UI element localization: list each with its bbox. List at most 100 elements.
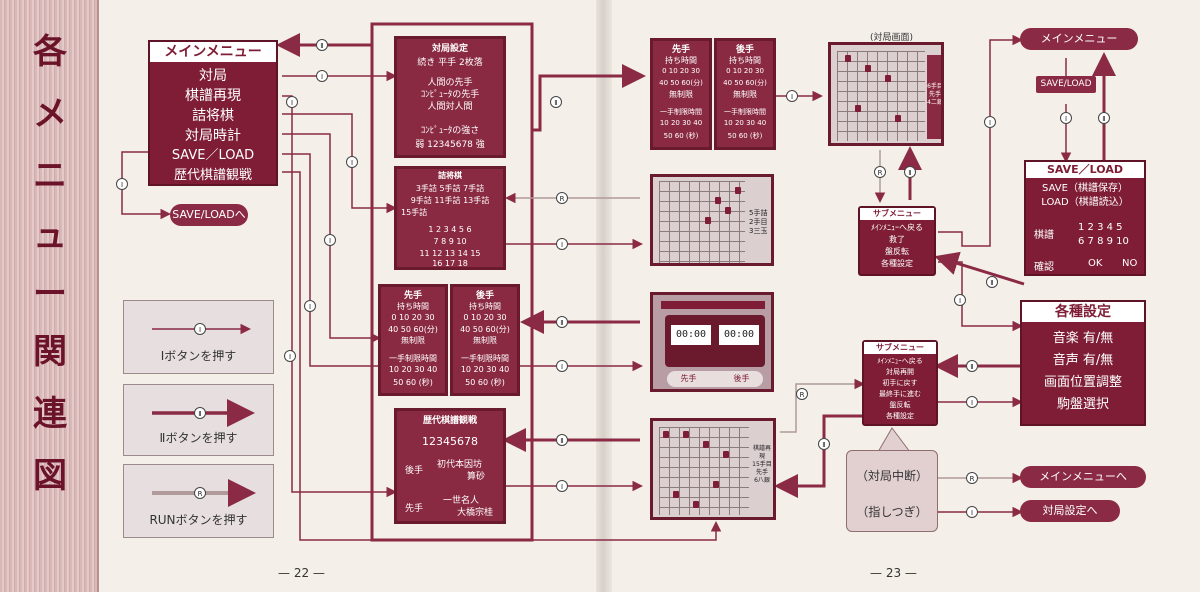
tsume-nums3: 11 12 13 14 15 (419, 249, 481, 258)
arrow-settings-to-time (532, 64, 646, 132)
game-side-line: 4二銀 (927, 99, 943, 106)
ii-badge: Ⅱ (966, 360, 978, 372)
tsume-title: 詰将棋 (438, 171, 462, 180)
time-screen-gote: 後手 持ち時間 0 10 20 30 40 50 60(分) 無制限 一手制限時… (450, 284, 520, 396)
shogi-piece (855, 105, 861, 112)
shogi-piece (713, 481, 719, 488)
confirm-label: 確認 (1034, 262, 1054, 273)
i-badge: Ⅰ (324, 234, 336, 246)
clock-left-display: 00:00 (671, 325, 711, 345)
shogi-piece (895, 115, 901, 122)
i-badge: Ⅰ (304, 300, 316, 312)
ii-badge: Ⅱ (818, 438, 830, 450)
title-char: 連 (33, 394, 67, 434)
menu-item-history: 歴代棋譜観戦 (173, 168, 252, 183)
game-settings-screen: 対局設定 続き 平手 2枚落 人間の先手 ｺﾝﾋﾟｭｰﾀの先手 人間対人間 ｺﾝ… (394, 36, 506, 158)
main-menu-screen: メインメニュー 対局 棋譜再現 詰将棋 対局時計 SAVE／LOAD 歴代棋譜観… (148, 40, 278, 186)
history-screen: 歴代棋譜観戦 12345678 後手 初代本因坊 算砂 先手 一世名人 大橋宗桂 (394, 408, 506, 524)
legend-run-label: RUNボタンを押す (149, 513, 248, 527)
handicap-row: 続き 平手 2枚落 (417, 58, 483, 68)
sub-item-flip: 盤反転 (885, 247, 909, 256)
sub-menu-top-screen: サブメニュー ﾒｲﾝﾒﾆｭｰへ戻る 救了 盤反転 各種設定 (858, 206, 936, 276)
time-screen-sente: 先手 持ち時間 0 10 20 30 40 50 60(分) 無制限 一手制限時… (378, 284, 448, 396)
history-gote-name2: 算砂 (467, 472, 486, 482)
sub2-item-back-main: ﾒｲﾝﾒﾆｭｰへ戻る (877, 357, 923, 365)
sub-item-end: 救了 (889, 235, 905, 244)
menu-item-taikyoku: 対局 (199, 68, 227, 84)
history-sente-name2: 大橋宗桂 (457, 508, 494, 518)
shogi-piece (683, 431, 689, 438)
time-row4: 50 60 (秒) (663, 132, 699, 140)
sub-menu-bottom-screen: サブメニュー ﾒｲﾝﾒﾆｭｰへ戻る 対局再開 初手に戻す 最終手に進む 盤反転 … (862, 340, 938, 426)
replay-board-screen: 棋譜再現 15手目 先手 6八銀 (650, 418, 776, 520)
r-badge: R (796, 388, 808, 400)
i-badge: Ⅰ (786, 90, 798, 102)
shogi-board-grid (659, 181, 745, 263)
time-row4: 50 60 (秒) (393, 378, 433, 387)
legend-i-label: Ⅰボタンを押す (160, 349, 237, 363)
tsume-info-line: 3三玉 (749, 227, 768, 235)
history-title: 歴代棋譜観戦 (422, 416, 477, 426)
clock-right-display: 00:00 (719, 325, 759, 345)
i-badge: Ⅰ (316, 70, 328, 82)
title-char: メ (33, 94, 67, 134)
time-sente-label: 先手 (403, 291, 422, 301)
kifu-label: 棋譜 (1034, 230, 1054, 241)
time-mochi: 持ち時間 (665, 56, 697, 65)
history-sente-name1: 一世名人 (443, 496, 480, 506)
tsume-board-screen: 5手詰 2手目 3三玉 (650, 174, 774, 266)
i-badge: Ⅰ (194, 323, 206, 335)
r-badge: R (874, 166, 886, 178)
time-limit: 一手制限時間 (724, 108, 766, 116)
time-row3: 10 20 30 40 (388, 365, 438, 374)
i-badge: Ⅰ (346, 156, 358, 168)
history-gote-name1: 初代本因坊 (437, 460, 483, 470)
i-badge: Ⅰ (966, 506, 978, 518)
arrow-main-to-time2 (282, 153, 378, 367)
shogi-piece (845, 55, 851, 62)
tsume-nums2: 7 8 9 10 (433, 237, 467, 246)
time-unlimited: 無制限 (473, 336, 497, 345)
arrow-run-replay-to-sub2 (780, 378, 865, 433)
time-row4: 50 60 (秒) (727, 132, 763, 140)
time-row2: 40 50 60(分) (388, 325, 438, 334)
i-badge: Ⅰ (966, 396, 978, 408)
tsume-row2: 9手詰 11手詰 13手詰 (410, 196, 490, 205)
time-sente-label: 先手 (671, 45, 690, 55)
tsume-nums4: 16 17 18 (432, 259, 468, 268)
r-badge: R (556, 192, 568, 204)
ii-badge: Ⅱ (556, 316, 568, 328)
ii-badge: Ⅱ (556, 434, 568, 446)
shogi-piece (715, 197, 721, 204)
shogi-piece (705, 217, 711, 224)
time-row3: 10 20 30 40 (723, 119, 767, 127)
setting-piece-board: 駒盤選択 (1056, 397, 1109, 412)
title-char: ー (33, 274, 67, 314)
save-line: SAVE（棋譜保存） (1042, 183, 1128, 194)
time-limit: 一手制限時間 (389, 354, 437, 363)
time-limit: 一手制限時間 (660, 108, 702, 116)
clock-sente-label: 先手 (680, 374, 697, 383)
shogi-piece (673, 491, 679, 498)
game-side-info: 6手目 先手 4二銀 (927, 83, 943, 107)
time-row4: 50 60 (秒) (465, 378, 505, 387)
i-badge: Ⅰ (284, 350, 296, 362)
setting-music: 音楽 有/無 (1052, 331, 1114, 346)
to-game-settings-pill: 対局設定へ (1020, 500, 1120, 522)
save-load-pill: SAVE/LOADへ (170, 204, 248, 226)
speech-bubble: （対局中断） （指しつぎ） (846, 450, 938, 532)
game-side-panel: 6手目 先手 4二銀 (927, 55, 943, 139)
page-number-right: — 23 — (870, 566, 917, 580)
sub2-item-last-move: 最終手に進む (879, 390, 921, 398)
i-badge: Ⅰ (1060, 112, 1072, 124)
clock-screen: 00:00 00:00 先手 後手 (650, 292, 774, 392)
tsume-select-screen: 詰将棋 3手詰 5手詰 7手詰 9手詰 11手詰 13手詰 15手詰 1 2 3… (394, 166, 506, 270)
arrow-main-to-history (282, 95, 397, 498)
ii-badge: Ⅱ (1098, 112, 1110, 124)
strength-label: ｺﾝﾋﾟｭｰﾀの強さ (420, 126, 480, 136)
arrow-sub-to-main (938, 34, 1023, 247)
save-load-screen: SAVE／LOAD SAVE（棋譜保存） LOAD（棋譜読込） 棋譜 1 2 3… (1024, 160, 1146, 276)
sub2-item-settings: 各種設定 (886, 412, 914, 420)
main-menu-header: メインメニュー (150, 42, 276, 62)
